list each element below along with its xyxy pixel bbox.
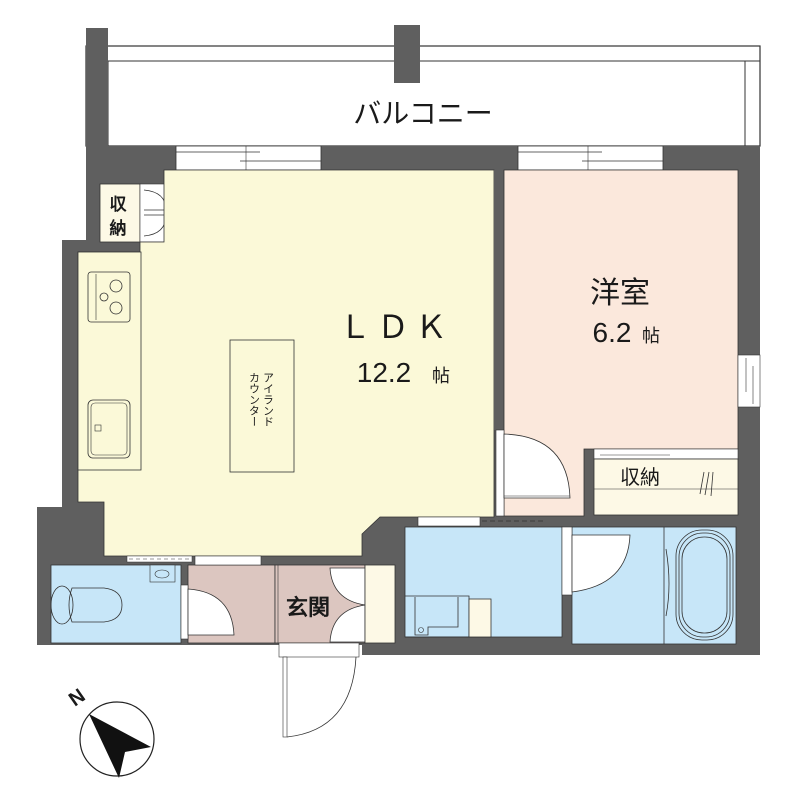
- island-label-col1: アイランド: [262, 372, 275, 427]
- storage-label-line1: 収: [110, 195, 128, 215]
- balcony: バルコニー: [85, 25, 761, 148]
- island-label-col2: カウンター: [248, 372, 261, 427]
- storage-bedroom-label: 収納: [620, 465, 660, 489]
- room-bathroom: [561, 526, 737, 645]
- storage-top-left: 収 納: [99, 183, 169, 243]
- sink-icon: [87, 399, 131, 459]
- north-arrow-icon: [89, 714, 151, 778]
- room-washroom: [404, 516, 563, 638]
- storage-label-line2: 納: [110, 218, 127, 239]
- balcony-label: バルコニー: [353, 97, 492, 130]
- storage-bedroom: 収納: [593, 448, 739, 516]
- western-room-size: 6.2: [593, 317, 632, 348]
- room-western: 洋室 6.2 帖: [495, 169, 761, 517]
- ldk-name: ＬＤＫ: [339, 309, 453, 345]
- western-room-name: 洋室: [590, 276, 650, 311]
- toilet-icon: [50, 585, 123, 625]
- compass-north-label: N: [65, 685, 89, 711]
- bathtub-icon: [675, 529, 734, 641]
- ldk-size: 12.2: [357, 357, 412, 388]
- room-toilet: [50, 555, 193, 644]
- room-ldk: アイランド カウンター ＬＤＫ 12.2 帖: [77, 169, 495, 557]
- western-room-unit: 帖: [642, 326, 660, 347]
- stove-icon: [87, 271, 131, 323]
- compass: N: [65, 685, 155, 778]
- ldk-unit: 帖: [432, 366, 450, 387]
- room-entrance: 玄関: [180, 555, 396, 738]
- entrance-label: 玄関: [286, 595, 330, 621]
- island-counter: [229, 339, 295, 473]
